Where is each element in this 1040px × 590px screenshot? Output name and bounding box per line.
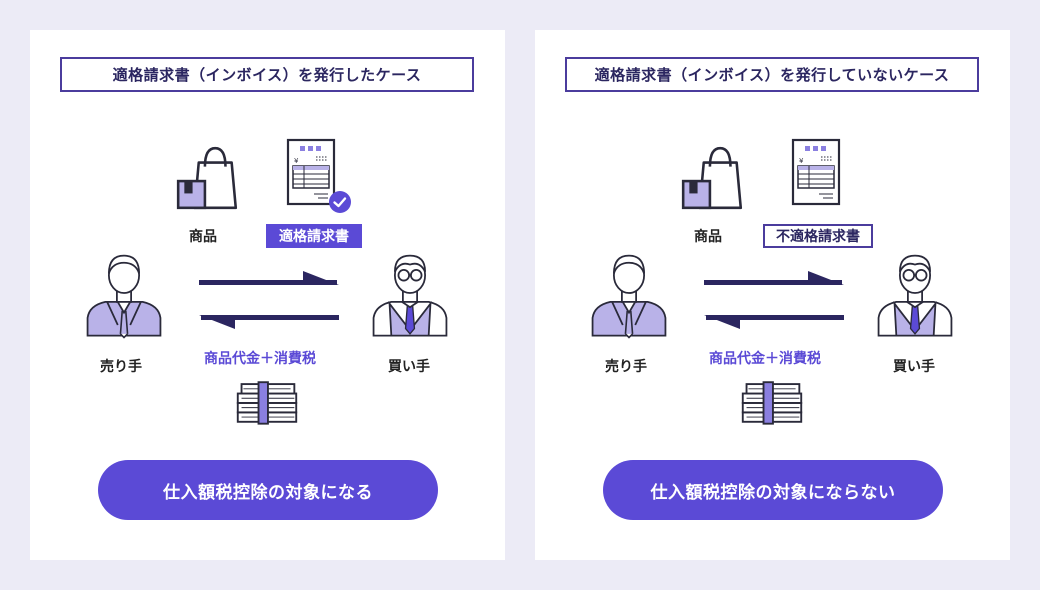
money-stack-icon <box>234 378 300 426</box>
arrow-right-goods <box>703 270 845 290</box>
panel-invoice-issued: 適格請求書（インボイス）を発行したケース 商品 適格請求書 売り手 買い手 商品… <box>30 30 505 560</box>
check-badge-icon <box>329 191 351 213</box>
result-banner: 仕入額税控除の対象になる <box>98 460 438 520</box>
buyer-person-icon <box>370 246 450 340</box>
arrow-left-payment <box>198 310 340 330</box>
seller-person-icon <box>84 246 164 340</box>
shopping-bag-icon <box>677 142 749 214</box>
seller-label: 売り手 <box>605 359 647 375</box>
arrow-left-payment <box>703 310 845 330</box>
result-banner: 仕入額税控除の対象にならない <box>603 460 943 520</box>
money-stack-icon <box>739 378 805 426</box>
buyer-label: 買い手 <box>388 359 430 375</box>
arrow-right-goods <box>198 270 340 290</box>
payment-label: 商品代金＋消費税 <box>709 351 821 367</box>
panel-title: 適格請求書（インボイス）を発行したケース <box>60 57 474 92</box>
shopping-bag-icon <box>172 142 244 214</box>
panel-invoice-not-issued: 適格請求書（インボイス）を発行していないケース 商品 不適格請求書 売り手 買い… <box>535 30 1010 560</box>
product-label: 商品 <box>189 229 217 245</box>
seller-label: 売り手 <box>100 359 142 375</box>
buyer-person-icon <box>875 246 955 340</box>
buyer-label: 買い手 <box>893 359 935 375</box>
invoice-icon <box>789 136 849 210</box>
payment-label: 商品代金＋消費税 <box>204 351 316 367</box>
document-label: 適格請求書 <box>266 224 362 248</box>
seller-person-icon <box>589 246 669 340</box>
panel-title: 適格請求書（インボイス）を発行していないケース <box>565 57 979 92</box>
document-label: 不適格請求書 <box>763 224 873 248</box>
product-label: 商品 <box>694 229 722 245</box>
